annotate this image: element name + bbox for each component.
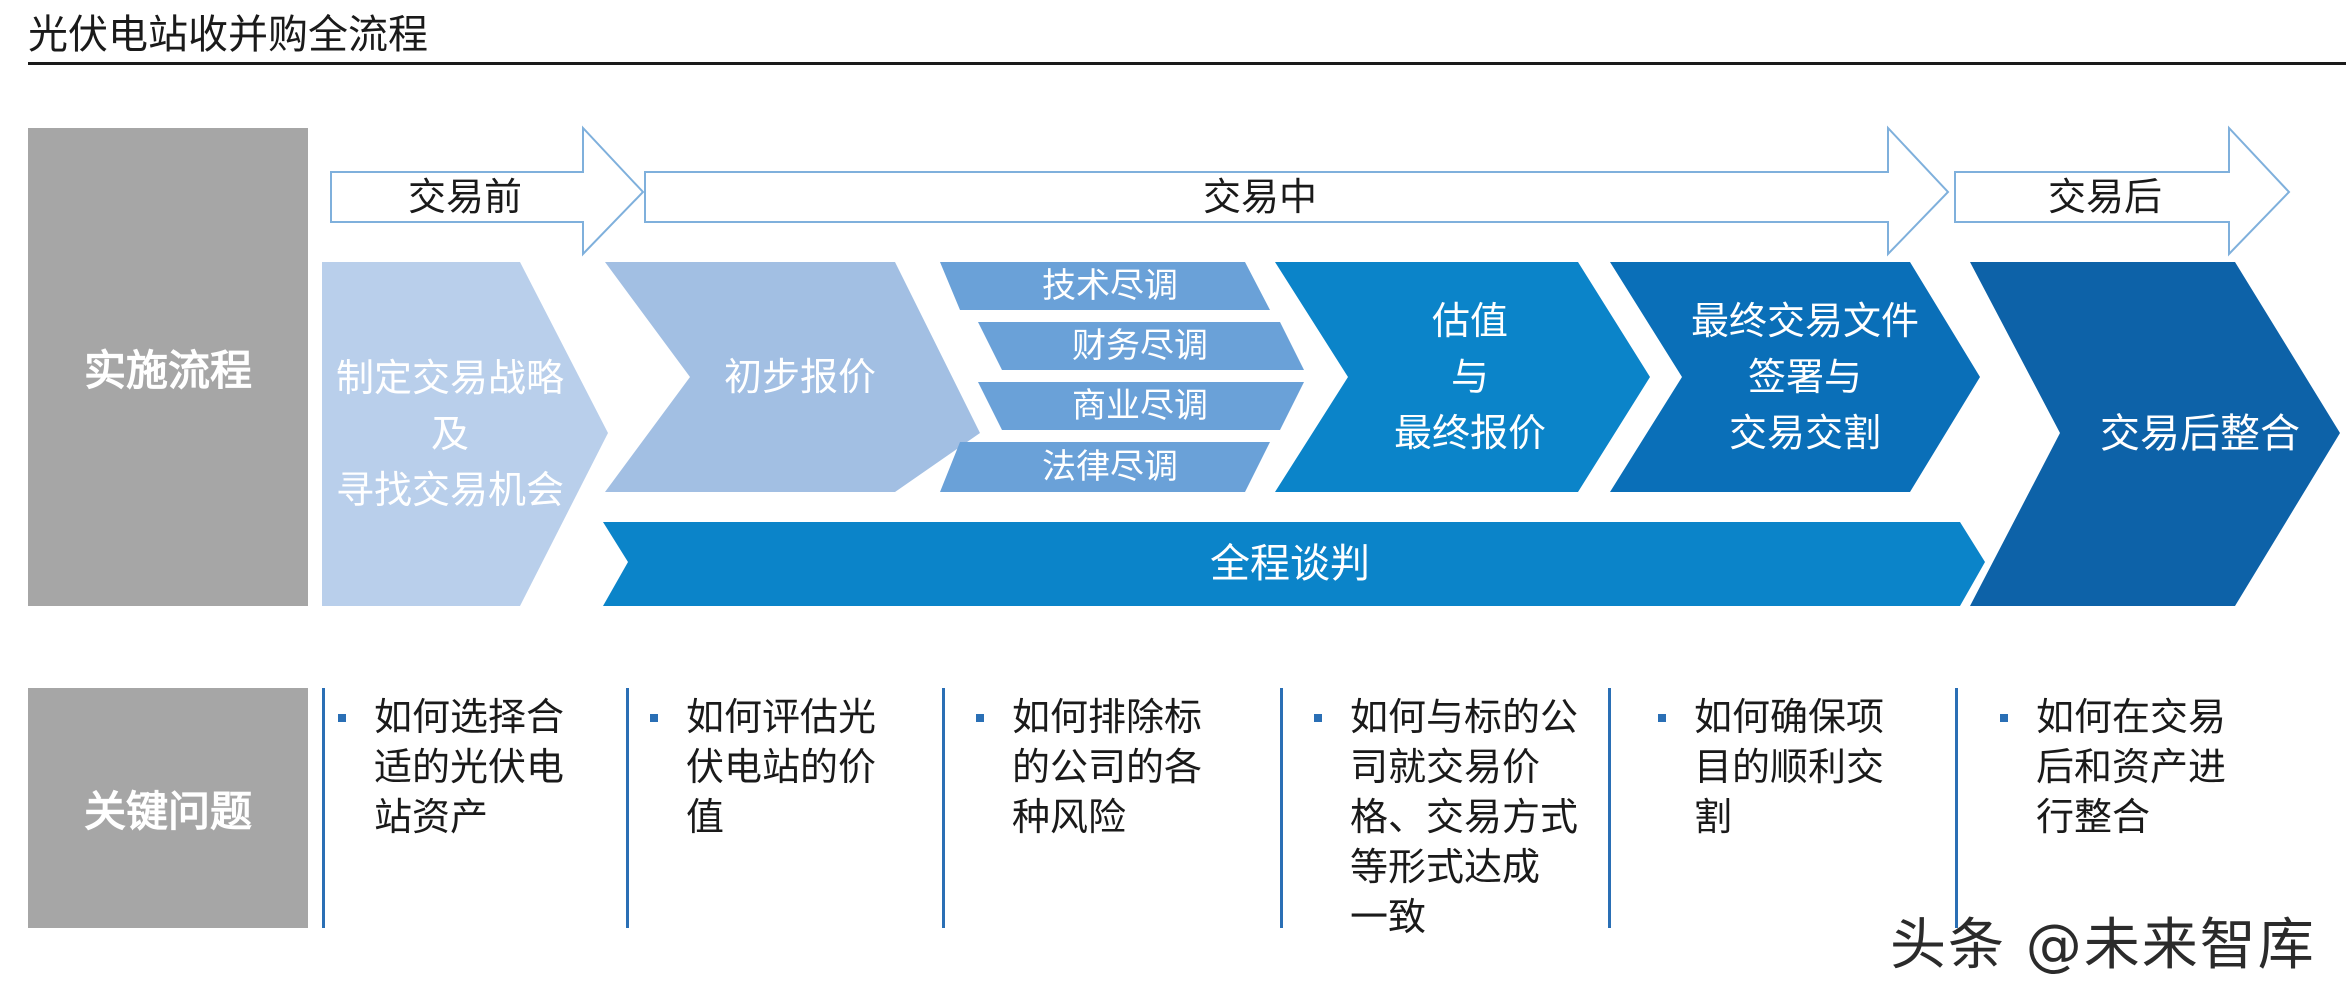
issue-divider [322, 688, 325, 928]
step-strategy-shape [322, 262, 608, 606]
diligence-business-label: 商业尽调 [1072, 386, 1208, 426]
diligence-tech-label: 技术尽调 [1042, 266, 1178, 306]
phase-arrow-post [1954, 125, 2291, 257]
step-strategy-label: 制定交易战略 及 寻找交易机会 [335, 356, 564, 512]
issue-divider [1955, 688, 1958, 928]
bullet-icon [976, 714, 984, 722]
negotiation-bar-shape [603, 522, 1985, 606]
issue-text: 如何排除标 的公司的各 种风险 [1012, 695, 1203, 839]
step-signing-label: 最终交易文件 签署与 交易交割 [1690, 299, 1919, 455]
negotiation-label: 全程谈判 [1210, 541, 1370, 587]
bullet-icon [650, 714, 658, 722]
phase-label-post: 交易后 [2047, 175, 2162, 219]
step-quote-label: 初步报价 [723, 355, 876, 399]
step-signing-shape [1610, 262, 1980, 492]
bullet-icon [1314, 714, 1322, 722]
row-header-issues: 关键问题 [28, 688, 308, 928]
diligence-finance-shape [978, 322, 1304, 370]
title-underline [28, 62, 2346, 65]
step-valuation-label: 估值 与 最终报价 [1393, 299, 1546, 455]
issue-text: 如何确保项 目的顺利交 割 [1694, 695, 1885, 839]
diligence-finance-label: 财务尽调 [1072, 326, 1208, 366]
diligence-legal-label: 法律尽调 [1042, 447, 1178, 487]
issue-text: 如何选择合 适的光伏电 站资产 [374, 695, 565, 839]
step-valuation-shape [1275, 262, 1650, 492]
issue-divider [942, 688, 945, 928]
phase-label-pre: 交易前 [407, 175, 522, 219]
bullet-icon [2000, 714, 2008, 722]
issue-divider [1280, 688, 1283, 928]
phase-label-mid: 交易中 [1202, 175, 1317, 219]
issue-text: 如何与标的公 司就交易价 格、交易方式 等形式达成 一致 [1350, 695, 1579, 939]
diligence-tech-shape [940, 262, 1270, 310]
phase-arrow-mid [644, 125, 1950, 257]
row-header-process: 实施流程 [28, 128, 308, 606]
phase-arrow-pre [330, 125, 645, 257]
bullet-icon [338, 714, 346, 722]
step-integration-shape [1970, 262, 2340, 606]
step-integration-label: 交易后整合 [2100, 411, 2300, 457]
diligence-legal-shape [940, 442, 1270, 492]
page-title: 光伏电站收并购全流程 [28, 12, 428, 58]
issue-text: 如何在交易 后和资产进 行整合 [2036, 695, 2227, 839]
issue-divider [626, 688, 629, 928]
issue-divider [1608, 688, 1611, 928]
diligence-business-shape [978, 382, 1304, 430]
watermark: 头条 @未来智库 [1890, 913, 2316, 978]
step-quote-shape [605, 262, 980, 492]
issue-text: 如何评估光 伏电站的价 值 [686, 695, 877, 839]
bullet-icon [1658, 714, 1666, 722]
